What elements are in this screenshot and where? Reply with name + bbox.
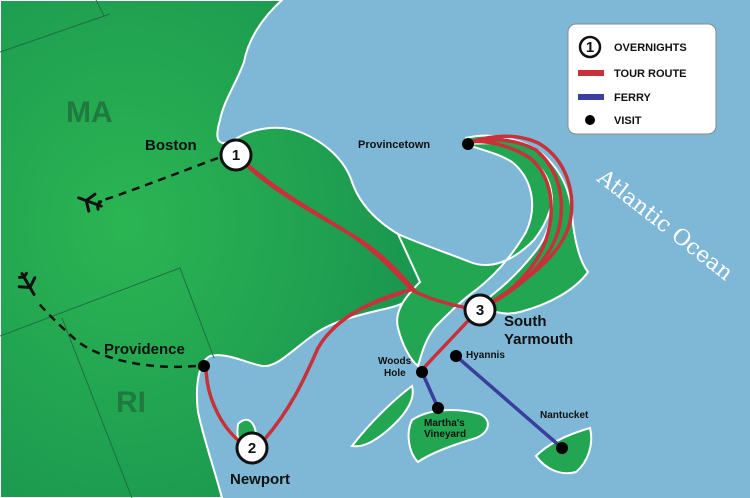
overnight-marker-newport[interactable]: 2 <box>235 431 269 465</box>
state-border-ma-ri <box>0 267 215 359</box>
legend: 1 OVERNIGHTS TOUR ROUTE FERRY VISIT <box>567 23 717 135</box>
svg-text:2: 2 <box>248 440 256 457</box>
label-south-yarmouth-1: South <box>504 313 547 330</box>
legend-overnight-marker <box>578 35 602 59</box>
legend-label-ferry: FERRY <box>614 92 652 104</box>
route-boston-yarmouth-2 <box>234 152 418 294</box>
overnight-marker-boston[interactable]: 1 <box>219 138 253 172</box>
route-yarmouth-provincetown-3 <box>468 134 574 312</box>
airplane-icon <box>17 271 37 296</box>
label-marthas-2: Vineyard <box>424 429 466 440</box>
state-border-ri-ct <box>61 317 133 498</box>
legend-visit-dot <box>585 115 595 125</box>
label-boston: Boston <box>145 137 197 154</box>
ferry-routes <box>420 354 564 450</box>
label-provincetown: Provincetown <box>358 139 430 151</box>
legend-label-visit: VISIT <box>614 115 642 127</box>
visit-dot-woods-hole[interactable] <box>416 366 428 378</box>
label-woods-hole-2: Hole <box>384 368 406 379</box>
label-newport: Newport <box>230 471 290 488</box>
label-woods-hole-1: Woods <box>378 356 412 367</box>
label-providence: Providence <box>104 341 185 358</box>
flight-paths <box>35 156 219 369</box>
state-label-ri: RI <box>116 386 146 419</box>
visit-dot-nantucket[interactable] <box>556 442 568 454</box>
svg-text:3: 3 <box>476 302 484 319</box>
marthas-vineyard <box>407 409 489 464</box>
svg-text:1: 1 <box>232 147 240 164</box>
overnight-marker-south-yarmouth[interactable]: 3 <box>463 293 497 327</box>
flight-path-providence <box>35 299 197 369</box>
legend-label-tour-route: TOUR ROUTE <box>614 68 687 80</box>
cape-cod <box>395 136 554 368</box>
label-nantucket: Nantucket <box>540 410 589 421</box>
route-yarmouth-woodshole <box>330 288 412 332</box>
ferry-woodshole-marthas <box>420 370 440 410</box>
label-marthas-1: Martha's <box>424 418 465 429</box>
tour-route <box>204 134 574 448</box>
visit-dot-providence[interactable] <box>198 360 210 372</box>
ferry-hyannis-nantucket <box>454 354 564 450</box>
airplane-icon <box>77 192 103 213</box>
legend-label-overnights: OVERNIGHTS <box>614 42 687 54</box>
visit-dot-hyannis[interactable] <box>450 350 462 362</box>
visit-dot-provincetown[interactable] <box>462 138 474 150</box>
label-south-yarmouth-2: Yarmouth <box>504 331 573 348</box>
legend-box <box>567 23 717 135</box>
elizabeth-islands <box>350 384 414 448</box>
legend-swatch-tour-route <box>578 70 604 76</box>
visit-dots <box>198 138 568 454</box>
state-border-ma-nh <box>0 13 111 53</box>
visit-dot-marthas-vineyard[interactable] <box>432 402 444 414</box>
state-label-ma: MA <box>66 96 113 129</box>
legend-overnight-number: 1 <box>586 39 594 56</box>
legend-swatch-ferry <box>578 94 604 100</box>
state-border-north <box>95 0 105 17</box>
label-hyannis: Hyannis <box>466 350 505 361</box>
flight-path-boston <box>97 156 219 204</box>
